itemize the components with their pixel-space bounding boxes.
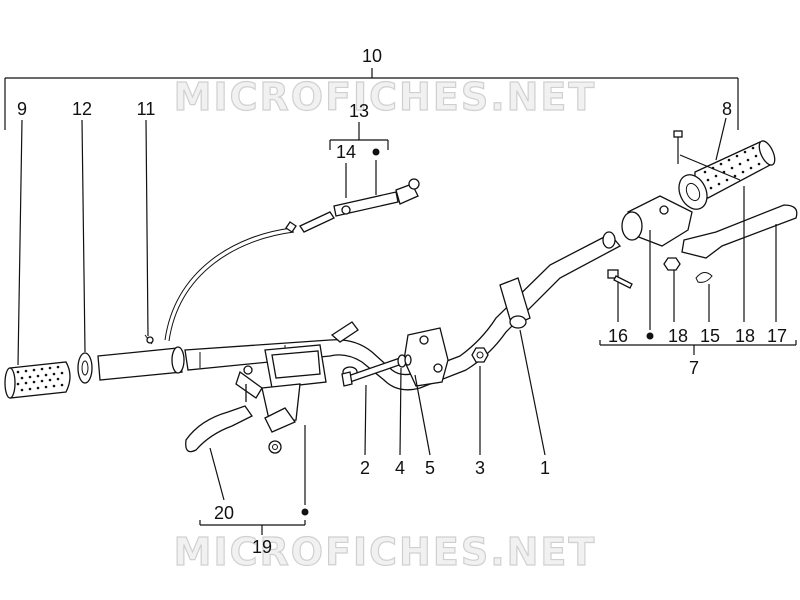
callout-3: 3 bbox=[475, 458, 485, 478]
right-clamp bbox=[621, 195, 693, 247]
callout-10: 10 bbox=[362, 46, 382, 66]
callout-18-b: 18 bbox=[735, 326, 755, 346]
callout-18-a: 18 bbox=[668, 326, 688, 346]
group-bracket-19 bbox=[199, 425, 309, 535]
callout-5: 5 bbox=[425, 458, 435, 478]
callout-1: 1 bbox=[540, 458, 550, 478]
right-grip bbox=[678, 140, 776, 210]
left-brake-lever bbox=[185, 405, 253, 453]
washer-12 bbox=[77, 352, 93, 384]
throttle-tube bbox=[97, 334, 185, 381]
callout-14: 14 bbox=[336, 142, 356, 162]
clamp-bracket bbox=[403, 327, 449, 387]
nut-18 bbox=[663, 257, 681, 271]
callout-9: 9 bbox=[17, 99, 27, 119]
throttle-cable bbox=[164, 178, 420, 342]
bolt-2 bbox=[341, 354, 412, 387]
bolt-16 bbox=[607, 269, 633, 289]
screw-18-top bbox=[673, 130, 741, 181]
leader-lines bbox=[17, 117, 727, 456]
watermark-bottom: MICROFICHES.NET bbox=[174, 530, 597, 574]
callout-20: 20 bbox=[214, 503, 234, 523]
callout-12: 12 bbox=[72, 99, 92, 119]
callout-8: 8 bbox=[722, 99, 732, 119]
callout-7: 7 bbox=[689, 358, 699, 378]
nut-3 bbox=[471, 347, 489, 363]
callout-4: 4 bbox=[395, 458, 405, 478]
callout-16: 16 bbox=[608, 326, 628, 346]
callout-11: 11 bbox=[137, 99, 156, 119]
callout-2: 2 bbox=[360, 458, 370, 478]
left-grip bbox=[4, 361, 71, 399]
group-bracket-13 bbox=[329, 122, 389, 198]
left-master-cylinder bbox=[235, 344, 327, 454]
right-brake-lever bbox=[681, 204, 798, 259]
watermark-top: MICROFICHES.NET bbox=[174, 75, 597, 119]
callout-15: 15 bbox=[700, 326, 720, 346]
group-bracket-10 bbox=[4, 68, 739, 130]
callout-19: 19 bbox=[252, 537, 272, 557]
group-bracket-7 bbox=[599, 186, 797, 355]
clip-15 bbox=[695, 272, 713, 283]
group-marker-dot bbox=[372, 148, 380, 156]
callout-17: 17 bbox=[767, 326, 787, 346]
callout-13: 13 bbox=[349, 101, 369, 121]
